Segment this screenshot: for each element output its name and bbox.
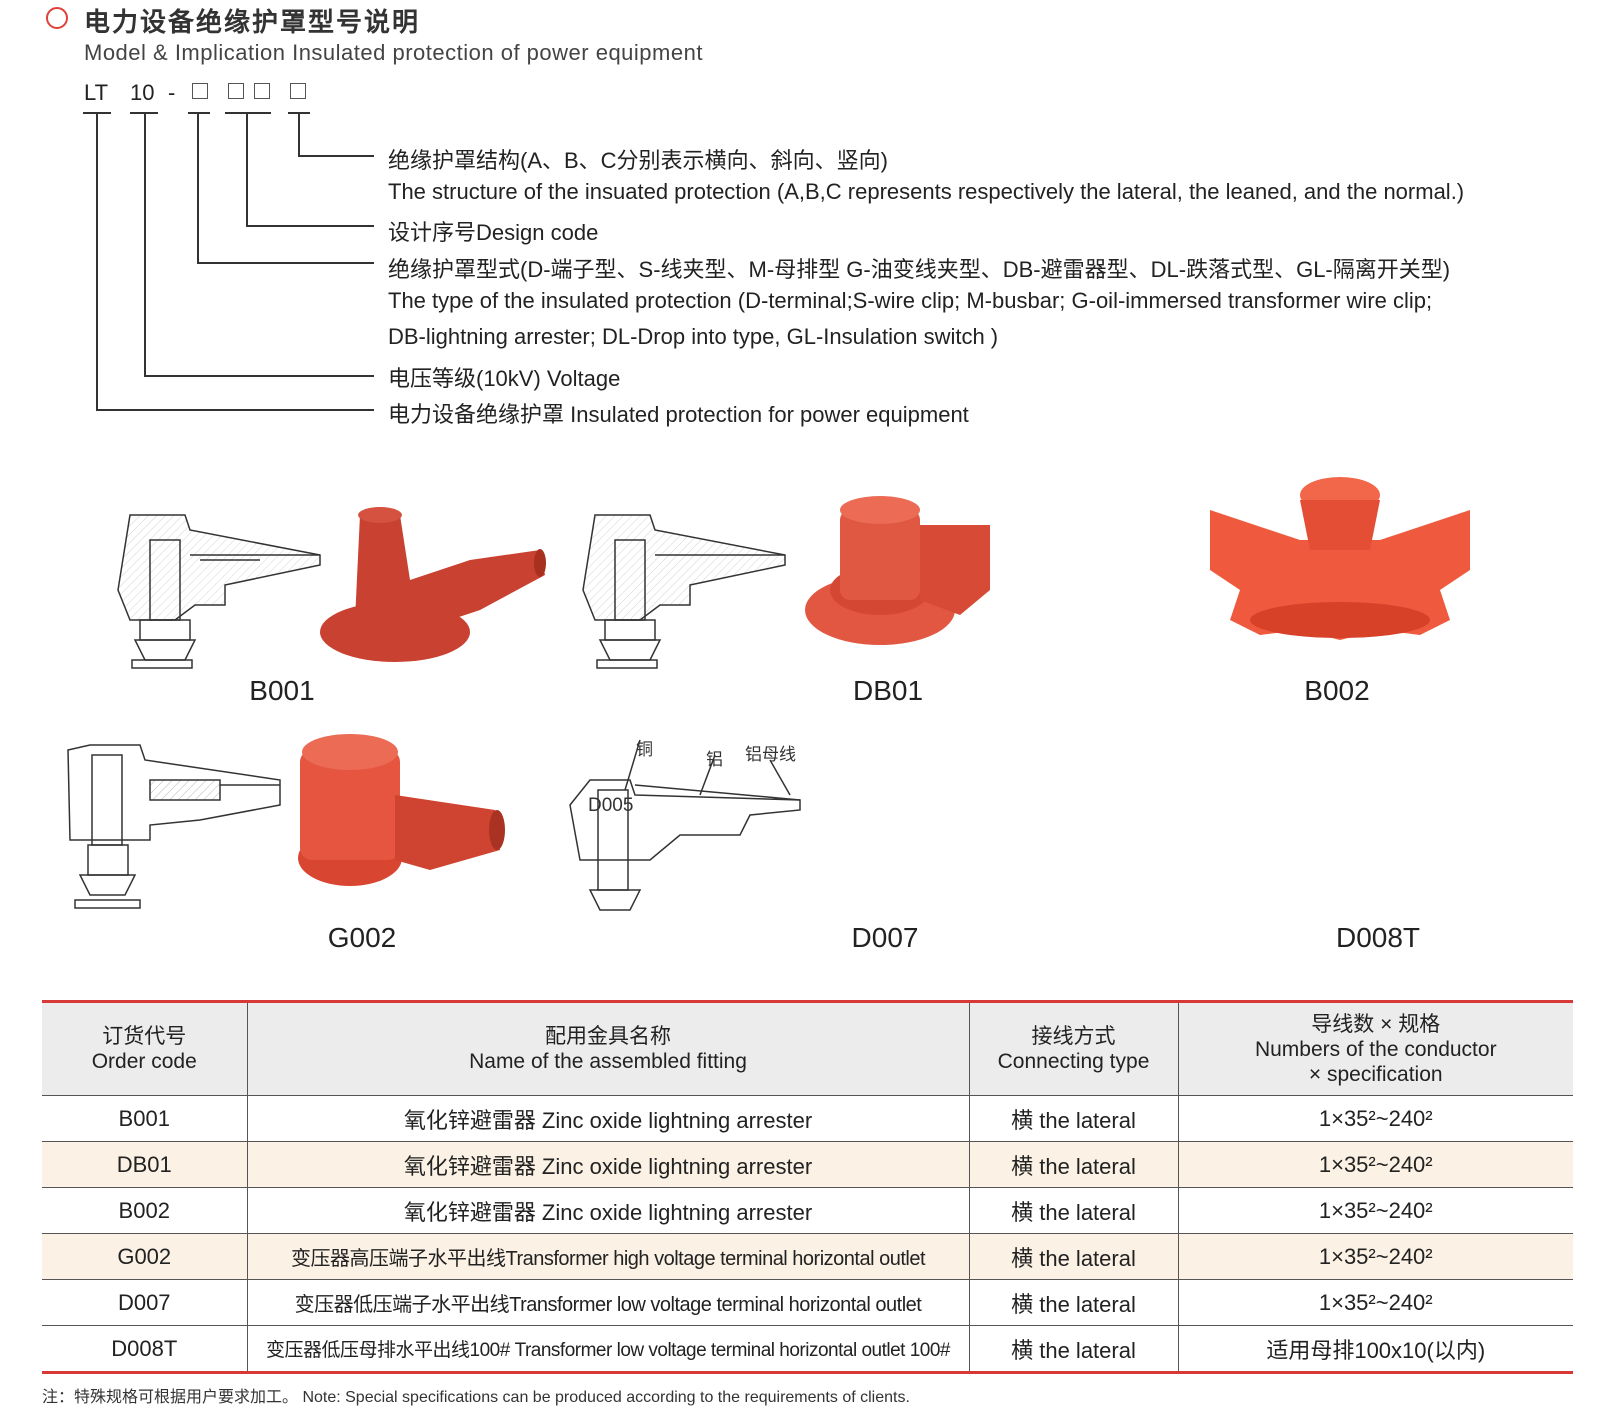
leader-line: [197, 112, 199, 262]
cell-code: G002: [42, 1233, 248, 1280]
table-row: B002 氧化锌避雷器 Zinc oxide lightning arreste…: [42, 1187, 1573, 1234]
header-en: Order code: [91, 1050, 197, 1073]
header-en: Name of the assembled fitting: [469, 1050, 747, 1073]
code-underline: [225, 112, 271, 114]
callout-aluminum-busbar: 铝母线: [745, 745, 796, 764]
code-box-type: [192, 83, 208, 99]
table-row: D007 变压器低压端子水平出线Transformer low voltage …: [42, 1279, 1573, 1326]
header-conductor-spec: 导线数 × 规格 Numbers of the conductor × spec…: [1178, 1001, 1573, 1096]
d007-line-drawing: [569, 739, 801, 911]
footnote: 注：特殊规格可根据用户要求加工。 Note: Special specifica…: [42, 1389, 910, 1406]
page-subtitle: Model & Implication Insulated protection…: [84, 40, 703, 65]
b002-red-cover: [1210, 477, 1470, 640]
spec-table: 订货代号 Order code 配用金具名称 Name of the assem…: [42, 1000, 1573, 1374]
leader-line: [197, 262, 374, 264]
cell-spec: 1×35²~240²: [1178, 1095, 1573, 1142]
code-dash: -: [168, 80, 176, 105]
b001-line-drawing: [117, 514, 321, 669]
code-box-structure: [290, 83, 306, 99]
cell-type: 横 the lateral: [969, 1187, 1179, 1234]
leader-line: [246, 112, 248, 225]
callout-aluminum: 铝: [706, 750, 723, 769]
header-connecting-type: 接线方式 Connecting type: [969, 1001, 1179, 1096]
cell-type: 横 the lateral: [969, 1279, 1179, 1326]
cell-type: 横 the lateral: [969, 1141, 1179, 1188]
cell-spec: 适用母排100x10(以内): [1178, 1325, 1573, 1373]
code-prefix: LT: [84, 80, 109, 105]
header-cn: 配用金具名称: [545, 1025, 671, 1048]
legend-design-code: 设计序号Design code: [388, 220, 599, 245]
cell-name: 氧化锌避雷器 Zinc oxide lightning arrester: [247, 1141, 970, 1188]
legend-structure-en: The structure of the insuated protection…: [388, 179, 1465, 204]
cell-code: B001: [42, 1095, 248, 1142]
header-en: × specification: [1308, 1062, 1443, 1086]
product-label-d007: D007: [851, 922, 919, 953]
cell-code: B002: [42, 1187, 248, 1234]
legend-type-en-1: The type of the insulated protection (D-…: [388, 288, 1433, 313]
cell-name: 变压器低压端子水平出线Transformer low voltage termi…: [247, 1279, 970, 1326]
title-circle-icon: [46, 7, 68, 29]
product-label-b002: B002: [1304, 675, 1370, 706]
code-voltage: 10: [130, 80, 155, 105]
callout-copper: 铜: [636, 740, 653, 759]
g002-line-drawing: [67, 744, 281, 909]
b001-red-cover: [320, 507, 546, 662]
header-cn: 导线数 × 规格: [1311, 1012, 1441, 1036]
leader-line: [298, 155, 374, 157]
header-order-code: 订货代号 Order code: [42, 1001, 248, 1096]
code-box-design-2: [254, 83, 270, 99]
leader-line: [96, 112, 98, 409]
product-label-g002: G002: [327, 922, 397, 953]
code-box-design-1: [228, 83, 244, 99]
cell-type: 横 the lateral: [969, 1233, 1179, 1280]
header-cn: 接线方式: [1031, 1025, 1116, 1048]
cell-name: 氧化锌避雷器 Zinc oxide lightning arrester: [247, 1187, 970, 1234]
header-fitting-name: 配用金具名称 Name of the assembled fitting: [247, 1001, 970, 1096]
product-label-db01: DB01: [852, 675, 924, 706]
legend-type-en-2: DB-lightning arrester; DL-Drop into type…: [388, 324, 999, 349]
cell-spec: 1×35²~240²: [1178, 1279, 1573, 1326]
cell-code: D008T: [42, 1325, 248, 1373]
product-label-b001: B001: [249, 675, 315, 706]
leader-line: [144, 112, 146, 375]
leader-line: [96, 409, 374, 411]
leader-line: [144, 375, 374, 377]
cell-name: 变压器高压端子水平出线Transformer high voltage term…: [247, 1233, 970, 1280]
header-cn: 订货代号: [102, 1025, 187, 1048]
cell-spec: 1×35²~240²: [1178, 1233, 1573, 1280]
table-row: B001 氧化锌避雷器 Zinc oxide lightning arreste…: [42, 1095, 1573, 1142]
table-row: G002 变压器高压端子水平出线Transformer high voltage…: [42, 1233, 1573, 1280]
legend-voltage: 电压等级(10kV) Voltage: [388, 366, 621, 391]
page-title: 电力设备绝缘护罩型号说明: [84, 7, 421, 37]
leader-line: [246, 225, 374, 227]
cell-type: 横 the lateral: [969, 1325, 1179, 1373]
cell-spec: 1×35²~240²: [1178, 1141, 1573, 1188]
db01-line-drawing: [582, 514, 786, 669]
db01-red-cover: [805, 496, 990, 645]
product-illustrations: [67, 477, 1470, 911]
code-underline: [188, 112, 210, 114]
header-en: Connecting type: [997, 1050, 1150, 1073]
cell-name: 氧化锌避雷器 Zinc oxide lightning arrester: [247, 1095, 970, 1142]
table-header-row: 订货代号 Order code 配用金具名称 Name of the assem…: [42, 1001, 1573, 1096]
cell-name: 变压器低压母排水平出线100# Transformer low voltage …: [247, 1325, 970, 1373]
cell-code: DB01: [42, 1141, 248, 1188]
callout-inner-label: D005: [588, 795, 634, 816]
table-row: D008T 变压器低压母排水平出线100# Transformer low vo…: [42, 1325, 1573, 1373]
header-en: Numbers of the conductor: [1254, 1037, 1497, 1061]
product-label-d008t: D008T: [1335, 922, 1421, 953]
g002-red-cover: [298, 734, 505, 886]
cell-type: 横 the lateral: [969, 1095, 1179, 1142]
leader-line: [298, 112, 300, 155]
table-row: DB01 氧化锌避雷器 Zinc oxide lightning arreste…: [42, 1141, 1573, 1188]
legend-type-cn: 绝缘护罩型式(D-端子型、S-线夹型、M-母排型 G-油变线夹型、DB-避雷器型…: [388, 257, 1451, 282]
legend-structure-cn: 绝缘护罩结构(A、B、C分别表示横向、斜向、竖向): [388, 148, 888, 173]
cell-spec: 1×35²~240²: [1178, 1187, 1573, 1234]
cell-code: D007: [42, 1279, 248, 1326]
legend-equipment: 电力设备绝缘护罩 Insulated protection for power …: [388, 402, 969, 427]
